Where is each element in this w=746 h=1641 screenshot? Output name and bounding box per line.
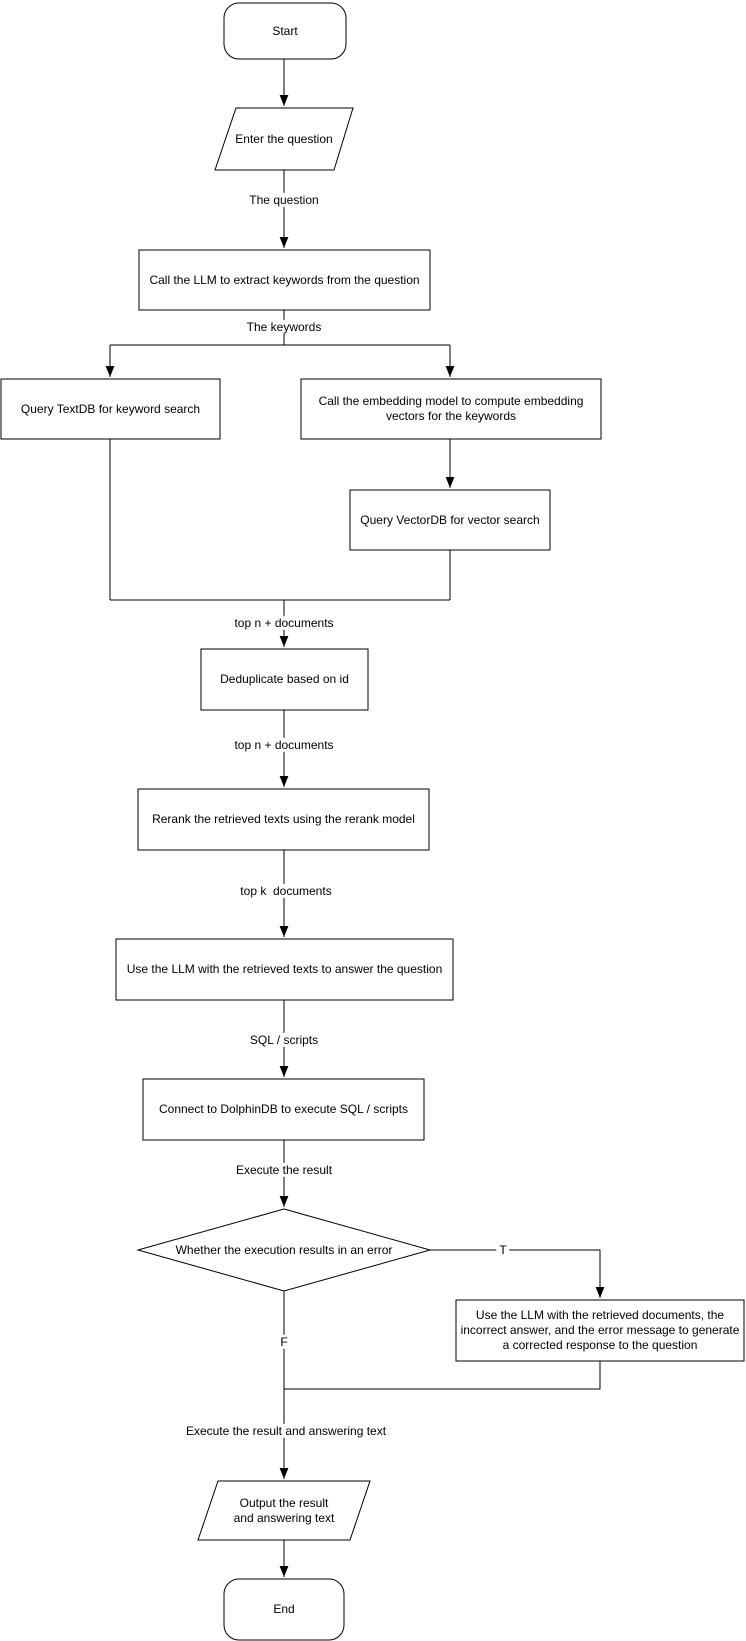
- deduplicate-shape: [200, 648, 369, 711]
- enter-question-shape: [214, 107, 354, 171]
- start-shape: [223, 2, 347, 60]
- error-check-diamond-shape: [136, 1208, 432, 1292]
- rerank-shape: [137, 788, 430, 851]
- edge-decision-true: [430, 1249, 605, 1298]
- edge-corrected-merge: [284, 1361, 601, 1390]
- extract-keywords-shape: [138, 249, 431, 311]
- embedding-model-shape: [300, 378, 602, 440]
- output-shape: [197, 1480, 371, 1541]
- query-textdb-shape: [0, 378, 221, 440]
- answer-question-shape: [115, 938, 454, 1001]
- connect-dolphindb-shape: [142, 1078, 425, 1141]
- corrected-response-shape: [455, 1299, 745, 1362]
- query-vectordb-shape: [349, 489, 551, 551]
- end-shape: [223, 1578, 345, 1641]
